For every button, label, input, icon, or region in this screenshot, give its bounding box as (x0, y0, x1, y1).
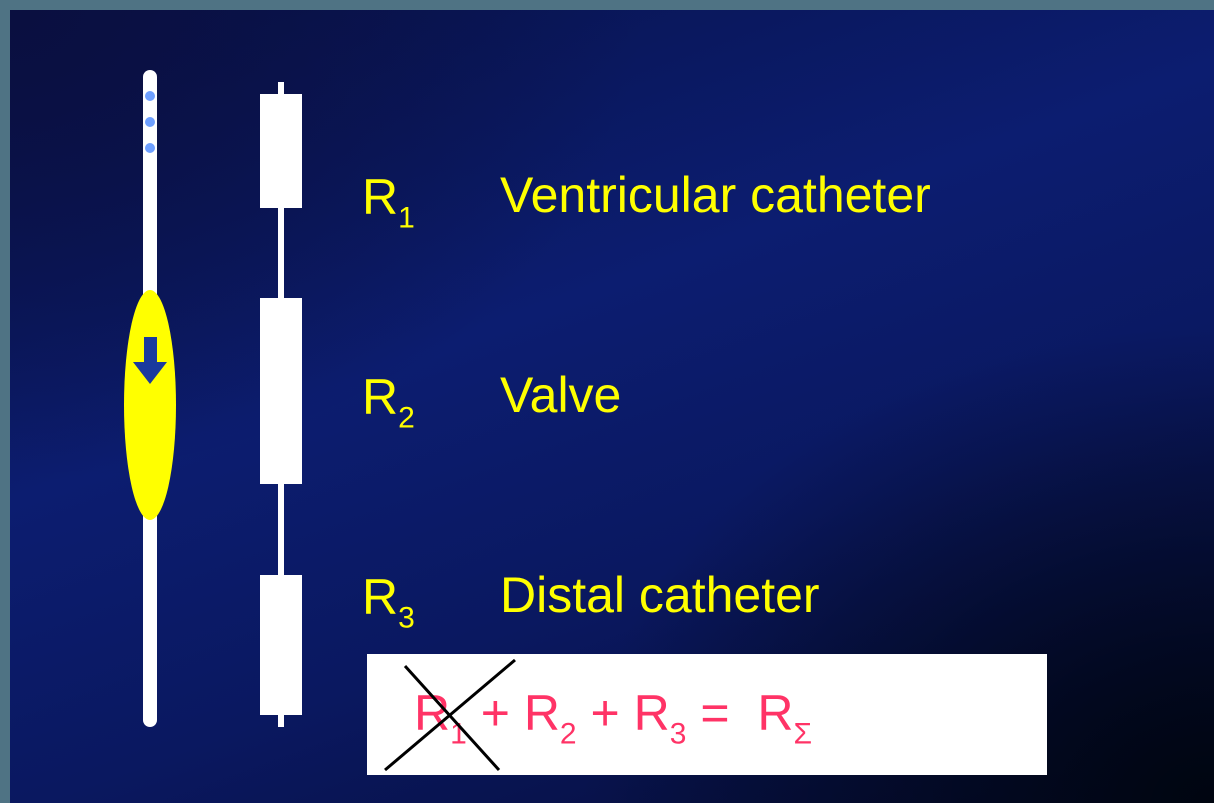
symbol-r2: R2 (362, 369, 415, 435)
label-distal-catheter: Distal catheter (500, 567, 820, 623)
label-valve: Valve (500, 367, 622, 423)
formula-result: RΣ (757, 685, 812, 751)
slide: R1 Ventricular catheter R2 Valve R3 Dist… (10, 10, 1214, 803)
formula-box: R1 + R2 + R3 = RΣ (367, 654, 1047, 775)
equals-sign: = (700, 685, 730, 741)
formula: R1 + R2 + R3 = RΣ (414, 685, 812, 751)
symbol-r1: R1 (362, 169, 415, 235)
formula-term-r2: R2 (523, 685, 577, 751)
flow-highlight (124, 290, 176, 520)
symbol-r3: R3 (362, 569, 415, 635)
catheter-hole (145, 143, 155, 153)
catheter-hole (145, 91, 155, 101)
catheter-hole (145, 117, 155, 127)
cross-out-mark (384, 658, 516, 772)
resistor-r1 (260, 94, 302, 208)
resistor-r2 (260, 298, 302, 484)
formula-term-r3: R3 (633, 685, 687, 751)
plus-sign: + (480, 685, 510, 741)
plus-sign: + (590, 685, 620, 741)
down-arrow-icon (133, 337, 167, 384)
shunt-diagram (124, 70, 302, 727)
resistor-r3 (260, 575, 302, 715)
label-ventricular-catheter: Ventricular catheter (500, 167, 931, 223)
